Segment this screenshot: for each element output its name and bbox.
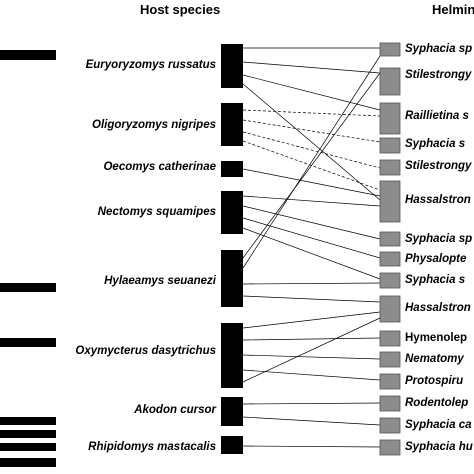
host-bar-2 bbox=[221, 103, 243, 146]
helminth-box-5 bbox=[379, 159, 401, 176]
host-bar-8 bbox=[221, 436, 243, 454]
host-label-oecomys-catherinae: Oecomys catherinae bbox=[103, 161, 216, 173]
association-line-12 bbox=[242, 217, 381, 259]
helminth-box-10 bbox=[379, 295, 401, 323]
helminth-box-9 bbox=[379, 272, 401, 289]
left-partial-bar-3 bbox=[0, 338, 56, 347]
association-line-9 bbox=[242, 168, 381, 197]
association-line-7 bbox=[242, 131, 381, 169]
helminth-label-16: Syphacia hu bbox=[405, 441, 473, 453]
helminth-box-13 bbox=[379, 373, 401, 390]
association-line-13 bbox=[242, 227, 381, 280]
helminth-box-1 bbox=[379, 42, 401, 57]
left-partial-bar-5 bbox=[0, 430, 56, 438]
helminth-box-14 bbox=[379, 395, 401, 412]
helminth-label-10: Hassalstron bbox=[405, 302, 471, 314]
host-label-akodon-cursor: Akodon cursor bbox=[134, 404, 216, 416]
host-label-nectomys-squamipes: Nectomys squamipes bbox=[97, 206, 216, 218]
association-line-24 bbox=[242, 416, 381, 426]
helminth-box-6 bbox=[379, 180, 401, 223]
host-bar-7 bbox=[221, 397, 243, 426]
association-line-14 bbox=[242, 72, 381, 259]
association-line-25 bbox=[242, 445, 381, 448]
helminth-label-3: Raillietina s bbox=[405, 110, 469, 122]
association-line-18 bbox=[242, 311, 381, 329]
host-bar-4 bbox=[221, 191, 243, 234]
helminth-box-2 bbox=[379, 67, 401, 96]
association-line-4 bbox=[242, 83, 381, 201]
helminth-box-8 bbox=[379, 251, 401, 267]
association-line-2 bbox=[242, 61, 381, 74]
host-bar-1 bbox=[221, 44, 243, 88]
helminth-header: Helmin bbox=[432, 2, 474, 17]
association-line-5 bbox=[242, 109, 381, 117]
left-partial-bar-2 bbox=[0, 283, 56, 292]
association-line-20 bbox=[242, 354, 381, 360]
host-label-euryoryzomys-russatus: Euryoryzomys russatus bbox=[85, 59, 216, 71]
helminth-label-4: Syphacia s bbox=[405, 138, 466, 150]
helminth-box-12 bbox=[379, 351, 401, 368]
association-line-11 bbox=[242, 205, 381, 240]
host-bar-3 bbox=[221, 161, 243, 177]
association-line-23 bbox=[242, 402, 381, 405]
association-line-21 bbox=[242, 369, 381, 381]
helminth-box-4 bbox=[379, 137, 401, 154]
helminth-label-8: Physalopte bbox=[405, 253, 467, 265]
left-partial-bar-7 bbox=[0, 458, 56, 467]
helminth-label-5: Stilestrongy bbox=[405, 160, 472, 172]
host-label-oligoryzomys-nigripes: Oligoryzomys nigripes bbox=[92, 119, 216, 131]
host-label-oxymycterus-dasytrichus: Oxymycterus dasytrichus bbox=[75, 345, 216, 357]
association-line-10 bbox=[242, 195, 381, 207]
association-line-17 bbox=[242, 295, 381, 303]
helminth-label-14: Rodentolep bbox=[405, 397, 469, 409]
helminth-box-7 bbox=[379, 231, 401, 247]
host-species-header: Host species bbox=[140, 2, 221, 17]
helminth-label-12: Nematomy bbox=[405, 353, 464, 365]
helminth-label-11: Hymenolep bbox=[405, 332, 467, 344]
helminth-label-6: Hassalstron bbox=[405, 194, 471, 206]
left-partial-bar-4 bbox=[0, 417, 56, 425]
host-bar-5 bbox=[221, 250, 243, 307]
helminth-box-15 bbox=[379, 417, 401, 434]
helminth-label-1: Syphacia sp bbox=[405, 43, 473, 55]
helminth-box-11 bbox=[379, 330, 401, 347]
helminth-label-7: Syphacia sp bbox=[405, 233, 473, 245]
association-line-3 bbox=[242, 74, 381, 111]
helminth-box-16 bbox=[379, 439, 401, 456]
association-line-16 bbox=[242, 282, 381, 285]
left-partial-bar-1 bbox=[0, 50, 56, 60]
association-line-6 bbox=[242, 119, 381, 143]
host-label-hylaeamys-seuanezi: Hylaeamys seuanezi bbox=[104, 275, 216, 287]
association-line-15 bbox=[242, 55, 381, 269]
helminth-label-2: Stilestrongy bbox=[405, 69, 472, 81]
helminth-label-13: Protospiru bbox=[405, 375, 464, 387]
association-line-22 bbox=[242, 317, 381, 383]
host-bar-6 bbox=[221, 323, 243, 388]
helminth-label-9: Syphacia s bbox=[405, 274, 466, 286]
helminth-label-15: Syphacia ca bbox=[405, 419, 472, 431]
left-partial-bar-6 bbox=[0, 443, 56, 451]
association-line-19 bbox=[242, 337, 381, 341]
host-label-rhipidomys-mastacalis: Rhipidomys mastacalis bbox=[88, 441, 216, 453]
helminth-box-3 bbox=[379, 102, 401, 135]
